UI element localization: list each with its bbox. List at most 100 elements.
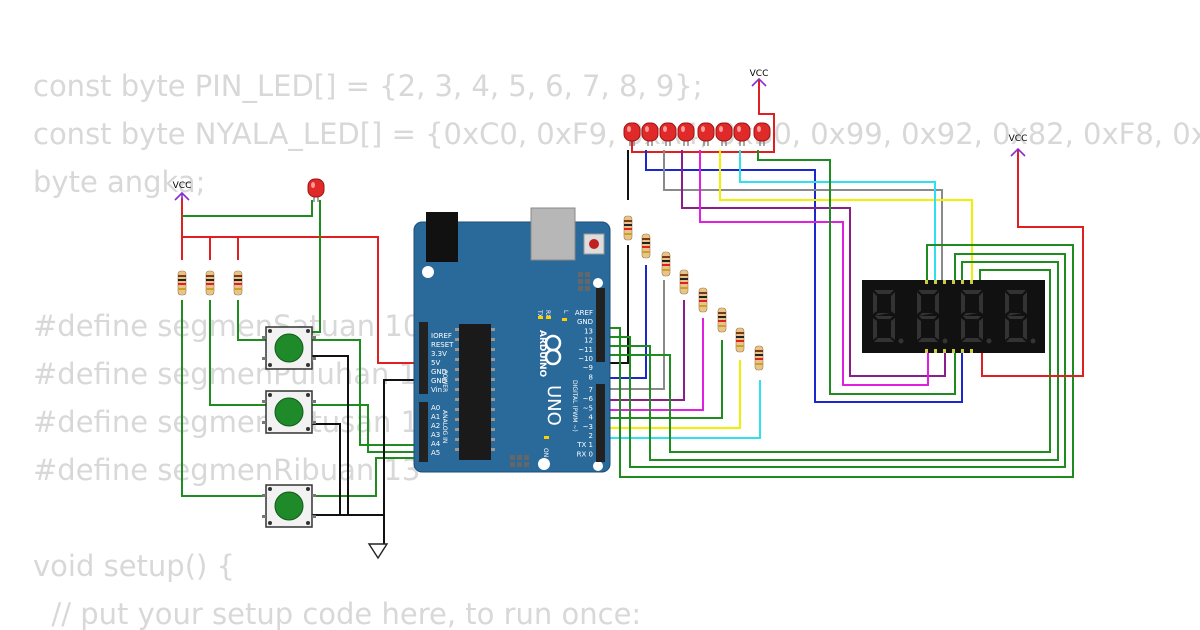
segment-led-5 — [697, 122, 715, 147]
segment-led-8 — [753, 122, 771, 147]
pin-label: ~5 — [583, 404, 593, 412]
resistor-button-3 — [233, 270, 243, 296]
wire-res2-button2 — [209, 300, 266, 406]
segment-led-3 — [659, 122, 677, 147]
wire-r5-d5 — [600, 318, 704, 411]
resistor-button-1 — [177, 270, 187, 296]
digital-pwm-label: DIGITAL (PWM ~) — [571, 380, 578, 432]
power-header — [419, 322, 428, 394]
wire-button3-a5 — [312, 457, 420, 497]
segment-led-7 — [733, 122, 751, 147]
wire-led-left — [182, 200, 313, 217]
power-jack — [426, 212, 458, 262]
code-line: // put your setup code here, to run once… — [33, 597, 642, 630]
pin-label: ~10 — [578, 355, 593, 363]
segment-resistor-4 — [679, 269, 689, 295]
wire-gnd-board — [383, 379, 420, 515]
vcc-symbol-left: VCC — [173, 181, 191, 201]
pin-label: A5 — [431, 449, 440, 457]
wire-r7-d3 — [600, 360, 741, 429]
wire-seg-e — [699, 150, 929, 386]
wire-d12-dig2 — [600, 253, 1066, 468]
power-label: POWER — [441, 370, 448, 392]
vcc-label-ledbar: VCC — [750, 69, 769, 79]
code-line: byte angka; — [33, 165, 206, 199]
led-bar — [623, 122, 771, 147]
pin-label: Vin — [431, 386, 442, 394]
pin-label: AREF — [575, 309, 593, 317]
arduino-logo — [544, 334, 562, 366]
reset-button[interactable] — [589, 239, 599, 249]
pin-label: ~3 — [583, 423, 593, 431]
segment-resistor-3 — [661, 251, 671, 277]
wire-r4-d6 — [600, 300, 685, 401]
pin-label: A2 — [431, 422, 440, 430]
pin-label: A1 — [431, 413, 440, 421]
wire-vcc-display — [981, 150, 1084, 377]
wires — [181, 80, 1084, 545]
vcc-label-display: VCC — [1009, 134, 1028, 144]
wire-seg-f — [719, 150, 973, 282]
wire-button1-a3 — [312, 339, 420, 446]
wire-res1-button3 — [181, 300, 266, 497]
segment-led-4 — [677, 122, 695, 147]
digital-header-bottom — [596, 384, 605, 462]
pin-label: A4 — [431, 440, 441, 448]
segment-resistor-1 — [623, 215, 633, 241]
pin-label: ~11 — [578, 346, 593, 354]
wire-button2-a4 — [312, 404, 420, 453]
wire-d13-dig1 — [600, 244, 1074, 478]
wire-d10-dig4 — [600, 269, 1051, 453]
l-label: L — [562, 310, 569, 314]
digital-header-top — [596, 288, 605, 362]
pin-label: 8 — [589, 373, 593, 381]
wire-seg-c — [663, 150, 943, 282]
wire-vcc-ledbar — [631, 80, 775, 153]
pin-label: A0 — [431, 404, 440, 412]
wire-r6-d4 — [600, 340, 723, 419]
wire-vcc-left — [181, 198, 420, 364]
pin-label: 2 — [589, 432, 593, 440]
on-label: ON — [542, 448, 549, 457]
wire-r8-d2 — [600, 380, 761, 439]
tx-label: TX — [536, 309, 543, 318]
segment-led-6 — [715, 122, 733, 147]
push-button-2[interactable] — [261, 390, 317, 434]
vcc-symbol-ledbar: VCC — [750, 69, 769, 87]
push-button-3[interactable] — [261, 484, 317, 528]
pin-label: 7 — [589, 386, 593, 394]
uno-label: UNO — [543, 385, 564, 426]
arduino-label: ARDUINO — [537, 330, 547, 378]
wire-gnd-b2 — [312, 423, 341, 515]
pin-label: RESET — [431, 341, 454, 349]
code-line: #define segmenPuluhan 11 — [33, 357, 436, 391]
resistor-button-2 — [205, 270, 215, 296]
pin-label: TX 1 — [576, 441, 593, 449]
segment-resistor-2 — [641, 233, 651, 259]
code-line: const byte NYALA_LED[] = {0xC0, 0xF9, 0x… — [33, 117, 1200, 151]
pin-label: IOREF — [431, 332, 452, 340]
wire-d11-dig3 — [600, 261, 1059, 461]
code-line: const byte PIN_LED[] = {2, 3, 4, 5, 6, 7… — [33, 69, 703, 103]
pin-label: RX 0 — [577, 450, 593, 458]
pin-label: ~6 — [583, 395, 594, 403]
wire-r2-d8 — [600, 265, 647, 379]
pin-label: 12 — [584, 337, 593, 345]
wire-res3-button1 — [237, 300, 266, 341]
pin-label: GND — [431, 368, 447, 376]
wire-seg-d — [681, 150, 946, 377]
seven-segment-display — [862, 280, 1045, 353]
pin-label: GND — [577, 318, 593, 326]
push-button-1[interactable] — [261, 326, 317, 370]
usb-port — [530, 207, 576, 261]
pin-label: 4 — [589, 414, 594, 422]
status-led — [307, 178, 325, 203]
wire-seg-g — [739, 150, 936, 282]
wire-seg-b — [645, 150, 963, 403]
ground-symbol — [367, 543, 389, 560]
segment-resistor-6 — [717, 307, 727, 333]
wire-r3-d7 — [600, 280, 665, 390]
pin-label: ~9 — [583, 364, 593, 372]
code-line: void setup() { — [33, 549, 235, 583]
